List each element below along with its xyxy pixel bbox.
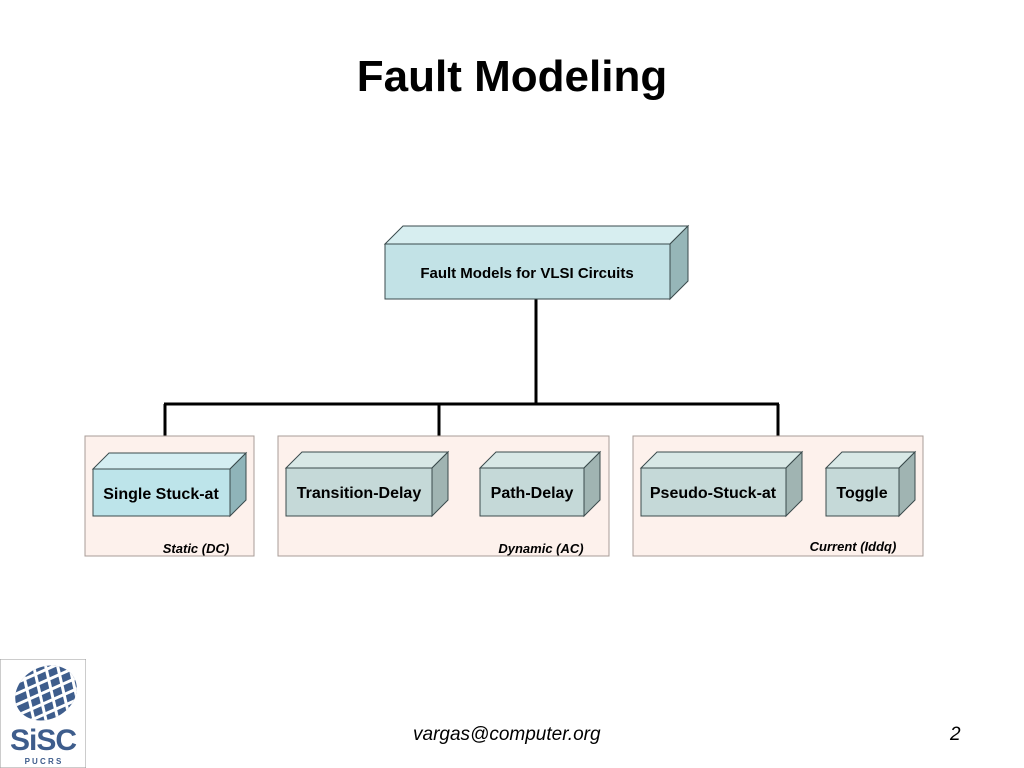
- group-current-caption: Current (Iddq): [810, 539, 897, 554]
- group-dynamic: Transition-Delay Path-Delay Dynamic (AC): [277, 435, 610, 557]
- root-node-top: [383, 225, 690, 245]
- model-path-delay-face: [479, 467, 585, 517]
- model-toggle-label: Toggle: [836, 485, 887, 502]
- slide-title: Fault Modeling: [356, 52, 668, 101]
- root-node-label: Fault Models for VLSI Circuits: [420, 265, 633, 282]
- model-path-delay-label: Path-Delay: [491, 485, 574, 502]
- model-transition-delay-top: [284, 451, 450, 469]
- model-single-stuck-at-face: [92, 468, 231, 517]
- sisc-logo-wordmark: SiSC: [10, 724, 76, 757]
- model-pseudo-stuck-at-top: [639, 451, 804, 469]
- connector-lines: [163, 298, 780, 436]
- model-path-delay: Path-Delay: [478, 450, 602, 518]
- model-pseudo-stuck-at-label: Pseudo-Stuck-at: [650, 485, 777, 502]
- model-single-stuck-at-top: [91, 452, 248, 470]
- model-transition-delay-label: Transition-Delay: [297, 485, 422, 502]
- model-transition-delay-face: [285, 467, 433, 517]
- group-static-caption: Static (DC): [163, 541, 229, 556]
- group-dynamic-caption: Dynamic (AC): [498, 541, 583, 556]
- model-single-stuck-at-label: Single Stuck-at: [103, 486, 219, 503]
- model-transition-delay: Transition-Delay: [284, 450, 450, 518]
- model-toggle: Toggle: [824, 450, 917, 518]
- root-node-face: [384, 243, 671, 300]
- footer-email[interactable]: vargas@computer.org: [413, 724, 601, 745]
- model-pseudo-stuck-at-face: [640, 467, 787, 517]
- sisc-logo-subtext: P U C R S: [25, 757, 62, 766]
- group-current: Pseudo-Stuck-at Toggle Current (Iddq): [632, 435, 924, 557]
- model-pseudo-stuck-at: Pseudo-Stuck-at: [639, 450, 804, 518]
- root-node: Fault Models for VLSI Circuits: [383, 224, 690, 301]
- page-number: 2: [950, 724, 961, 745]
- model-single-stuck-at: Single Stuck-at: [91, 451, 248, 518]
- sisc-logo: SiSC P U C R S: [0, 659, 86, 768]
- model-toggle-face: [825, 467, 900, 517]
- model-path-delay-top: [478, 451, 602, 469]
- group-static: Single Stuck-at Static (DC): [84, 435, 255, 557]
